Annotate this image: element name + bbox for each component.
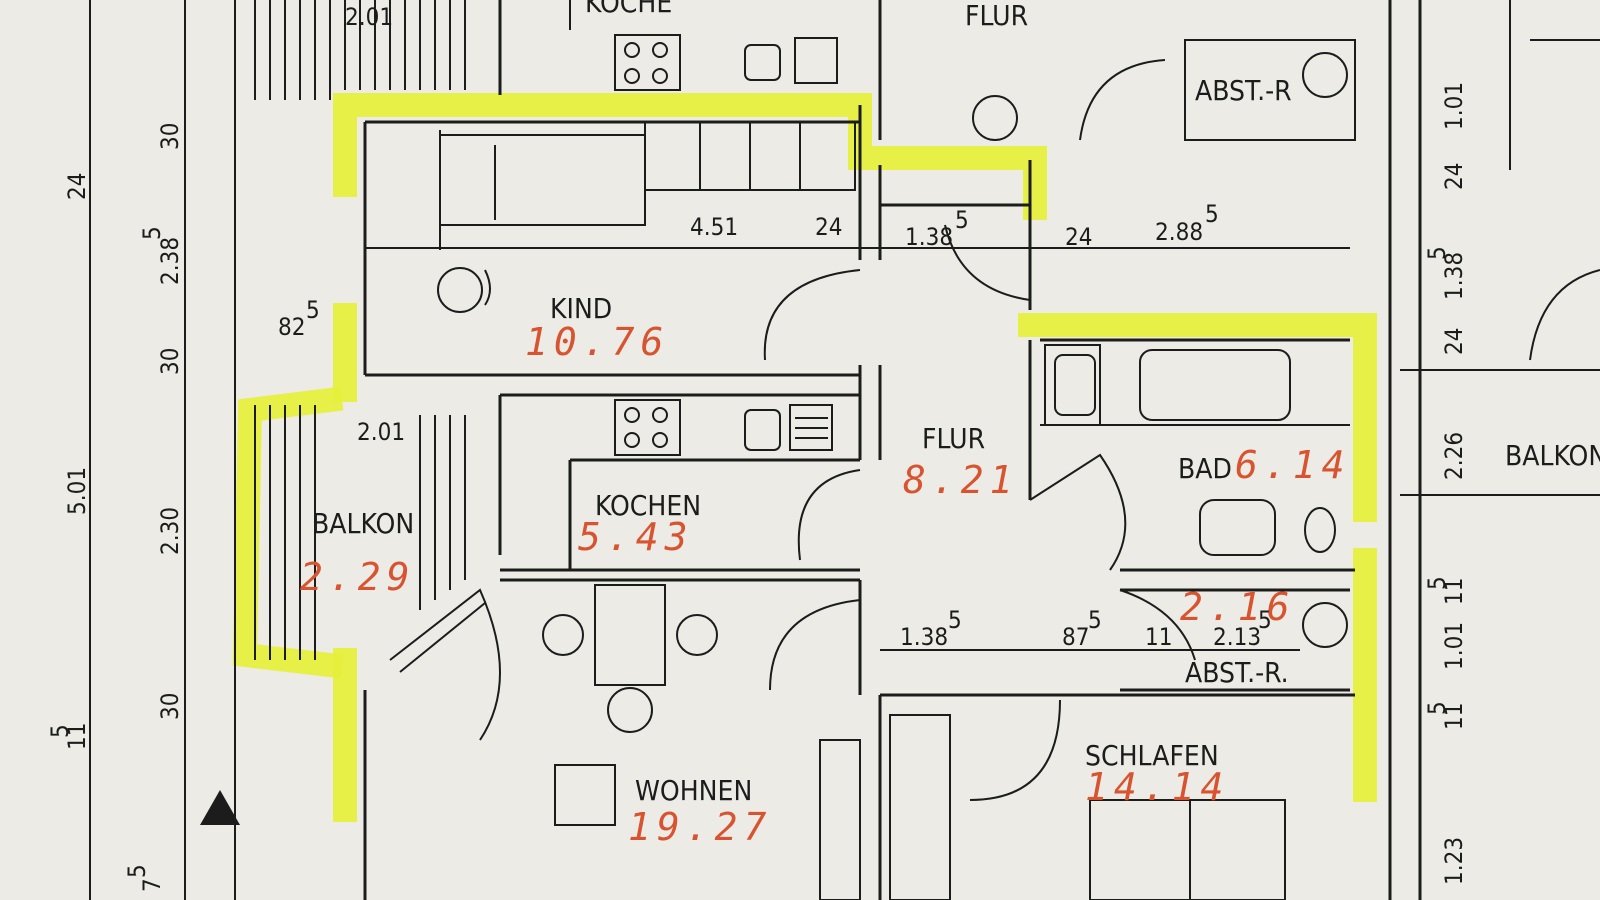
dim-outer-501: 5.01 (63, 467, 91, 515)
room-area-kochen: 5.43 (578, 515, 694, 559)
dim-left-7-sup: 5 (123, 864, 151, 878)
dim-right-11a: 11 (1440, 578, 1468, 605)
room-name-schlafen: SCHLAFEN (1085, 739, 1219, 772)
room-area-wohnen: 19.27 (628, 805, 772, 849)
dim-lower-213-sup: 5 (1258, 606, 1272, 634)
dim-left-230: 2.30 (156, 507, 184, 555)
dim-right-138-sup: 5 (1423, 246, 1451, 260)
room-name-kind: KIND (550, 292, 612, 325)
dim-stair-201-top: 2.01 (345, 3, 393, 31)
dim-right-138: 1.38 (1440, 252, 1468, 300)
dim-right-101-top: 1.01 (1440, 82, 1468, 130)
room-area-flur: 8.21 (903, 458, 1019, 502)
room-name-kochen: KOCHEN (595, 489, 701, 522)
dim-kind-width: 4.51 (690, 213, 738, 241)
dim-outer-24: 24 (63, 173, 91, 200)
room-area-bad: 6.14 (1235, 443, 1351, 487)
neighbor-label-abst: ABST.-R (1195, 74, 1292, 107)
dim-right-24-top: 24 (1440, 163, 1468, 190)
room-labels: KIND 10.76 KOCHEN 5.43 FLUR 8.21 BAD 6.1… (300, 292, 1351, 849)
dim-stair-201-balkon: 2.01 (357, 418, 405, 446)
room-area-balkon: 2.29 (300, 555, 416, 599)
dim-lower-11: 11 (1145, 623, 1172, 651)
section-marker-icon (200, 790, 240, 825)
room-area-schlafen: 14.14 (1085, 765, 1229, 809)
dim-right-226: 2.26 (1440, 432, 1468, 480)
dim-right-11a-sup: 5 (1423, 576, 1451, 590)
dim-balkon-depth: 82 (278, 313, 305, 341)
dim-left-30-c: 30 (156, 693, 184, 720)
dimension-labels: 4.51 24 1.38 5 24 2.88 5 82 5 1.38 5 87 … (46, 82, 1468, 892)
dim-right-24: 24 (1440, 328, 1468, 355)
dim-left-30-b: 30 (156, 348, 184, 375)
dim-left-30-a: 30 (156, 123, 184, 150)
room-area-abst: 2.16 (1180, 585, 1296, 629)
room-name-flur: FLUR (922, 422, 985, 455)
room-name-abst: ABST.-R. (1185, 656, 1289, 689)
walls (89, 0, 1600, 900)
dim-left-7: 7 (138, 878, 166, 892)
dim-wall-24-a: 24 (815, 213, 842, 241)
neighbor-label-balkon: BALKON (1505, 439, 1600, 472)
neighbor-label-flur: FLUR (965, 0, 1028, 32)
room-area-kind: 10.76 (525, 320, 669, 364)
dim-lower-87: 87 (1062, 623, 1089, 651)
dim-right-11b: 11 (1440, 703, 1468, 730)
dim-right-101: 1.01 (1440, 622, 1468, 670)
dim-wall-24-b: 24 (1065, 223, 1092, 251)
dim-bad-width-sup: 5 (1205, 200, 1219, 228)
dim-right-123: 1.23 (1440, 837, 1468, 885)
dim-lower-213: 2.13 (1213, 623, 1261, 651)
dim-lower-138-sup: 5 (948, 606, 962, 634)
dim-flur-width-sup: 5 (955, 206, 969, 234)
dim-left-238: 2.38 (156, 237, 184, 285)
dim-right-11b-sup: 5 (1423, 701, 1451, 715)
room-name-balkon: BALKON (312, 507, 414, 540)
dim-left-238-sup: 5 (138, 226, 166, 240)
dim-balkon-depth-sup: 5 (306, 296, 320, 324)
stair-hatch (254, 0, 466, 100)
dim-lower-87-sup: 5 (1088, 606, 1102, 634)
dim-flur-width: 1.38 (905, 223, 953, 251)
room-name-wohnen: WOHNEN (635, 774, 752, 807)
neighbor-labels: KOCHE FLUR ABST.-R BALKON 2.01 2.01 (345, 0, 1600, 472)
dim-left-11-sup: 5 (46, 724, 74, 738)
neighbor-label-kochen: KOCHE (585, 0, 672, 19)
dim-bad-width: 2.88 (1155, 218, 1203, 246)
dim-left-11: 11 (63, 723, 91, 750)
room-name-bad: BAD (1178, 452, 1232, 485)
balkon-hatch (254, 405, 466, 660)
dim-lower-138: 1.38 (900, 623, 948, 651)
